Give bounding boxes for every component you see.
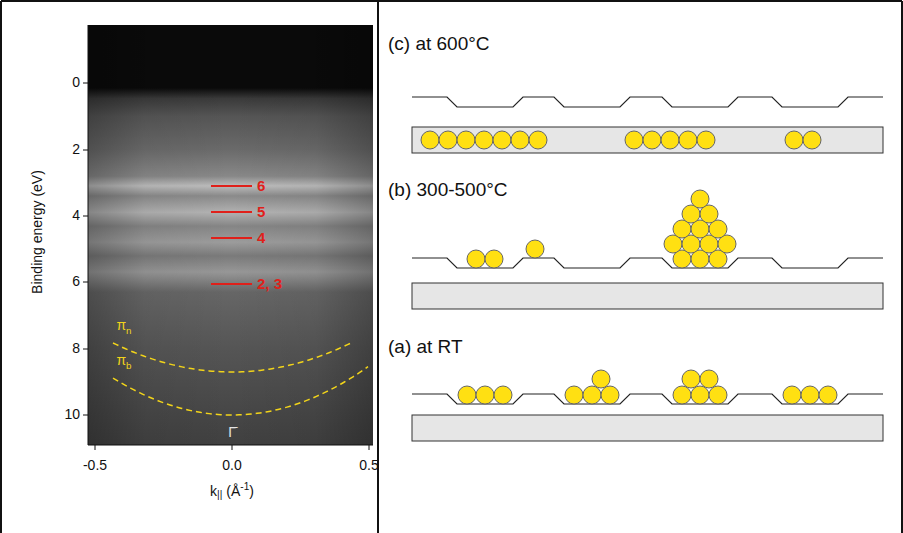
band-dispersion	[113, 367, 368, 415]
band-label: πb	[116, 353, 131, 372]
band-label: πn	[116, 318, 131, 337]
surface-profile	[412, 97, 883, 107]
y-tick	[83, 349, 88, 350]
stage-panel	[412, 190, 883, 309]
tick-label: -0.5	[83, 458, 107, 473]
atom	[679, 131, 697, 149]
growth-schematic	[412, 97, 883, 441]
y-axis	[88, 25, 89, 445]
peak-marker	[211, 237, 252, 239]
atom	[819, 386, 837, 404]
peak-marker	[211, 185, 252, 187]
arpes-image	[88, 25, 373, 445]
atom	[467, 250, 485, 268]
atom	[475, 131, 493, 149]
frame-line	[901, 1, 903, 533]
frame-line	[377, 1, 379, 533]
atom	[673, 386, 691, 404]
atom	[494, 386, 512, 404]
peak-markers	[211, 186, 252, 284]
x-tick	[95, 445, 96, 450]
tick-label: 0.0	[222, 458, 241, 473]
intensity-map	[88, 25, 373, 445]
atom	[700, 370, 718, 388]
atom	[661, 131, 679, 149]
atom	[457, 131, 475, 149]
panel-title: (a) at RT	[388, 337, 463, 358]
atom	[697, 131, 715, 149]
peak-number: 4	[257, 230, 265, 247]
x-axis	[88, 445, 373, 446]
atom	[801, 386, 819, 404]
tick-label: 8	[72, 341, 80, 356]
atom	[682, 370, 700, 388]
intensity-shade	[88, 25, 373, 445]
substrate	[412, 283, 883, 309]
atom	[439, 131, 457, 149]
axes	[83, 25, 373, 450]
peak-number: 6	[257, 178, 265, 195]
y-tick	[83, 216, 88, 217]
y-tick	[83, 150, 88, 151]
atom	[643, 131, 661, 149]
atom	[709, 386, 727, 404]
peak-number: 2, 3	[257, 276, 282, 293]
axis-title: (Å	[226, 483, 240, 499]
atom	[493, 131, 511, 149]
y-tick	[83, 282, 88, 283]
atom	[565, 386, 583, 404]
atom	[785, 131, 803, 149]
tick-label: 4	[72, 208, 80, 223]
atom	[526, 240, 544, 258]
axis-title: Binding energy (eV)	[30, 170, 45, 294]
axis-subscript: ||	[217, 489, 222, 500]
tick-label: 6	[72, 274, 80, 289]
atom	[803, 131, 821, 149]
pi-bands	[113, 342, 368, 415]
tick-label: 0	[72, 75, 80, 90]
band-dispersion	[113, 342, 353, 372]
peak-marker	[211, 283, 252, 285]
atom	[476, 386, 494, 404]
stage-panel	[412, 370, 883, 441]
atom	[421, 131, 439, 149]
panel-title: (c) at 600°C	[388, 34, 490, 55]
x-tick	[232, 445, 233, 450]
atom	[691, 190, 709, 208]
y-tick	[83, 415, 88, 416]
atom	[691, 386, 709, 404]
peak-number: 5	[257, 204, 265, 221]
tick-label: 10	[64, 407, 80, 422]
peak-marker	[211, 211, 252, 213]
axis-title: k|| (Å-1)	[210, 481, 254, 500]
stage-panel	[412, 97, 883, 153]
substrate	[412, 415, 883, 441]
axis-title: k	[210, 483, 217, 499]
atom	[583, 386, 601, 404]
substrate	[412, 127, 883, 153]
axis-superscript: -1	[240, 481, 249, 492]
frame-line	[0, 1, 2, 533]
tick-label: 0.5	[359, 458, 378, 473]
frame-line	[1, 0, 902, 2]
atom	[625, 131, 643, 149]
panel-title: (b) 300-500°C	[388, 180, 508, 201]
atom	[601, 386, 619, 404]
y-tick	[83, 83, 88, 84]
axis-title: )	[249, 483, 254, 499]
atom	[458, 386, 476, 404]
atom	[529, 131, 547, 149]
atom	[485, 250, 503, 268]
k-point-label: Γ̄	[228, 425, 236, 440]
x-tick	[369, 445, 370, 450]
atom	[783, 386, 801, 404]
atom	[511, 131, 529, 149]
atom	[592, 370, 610, 388]
tick-label: 2	[72, 142, 80, 157]
